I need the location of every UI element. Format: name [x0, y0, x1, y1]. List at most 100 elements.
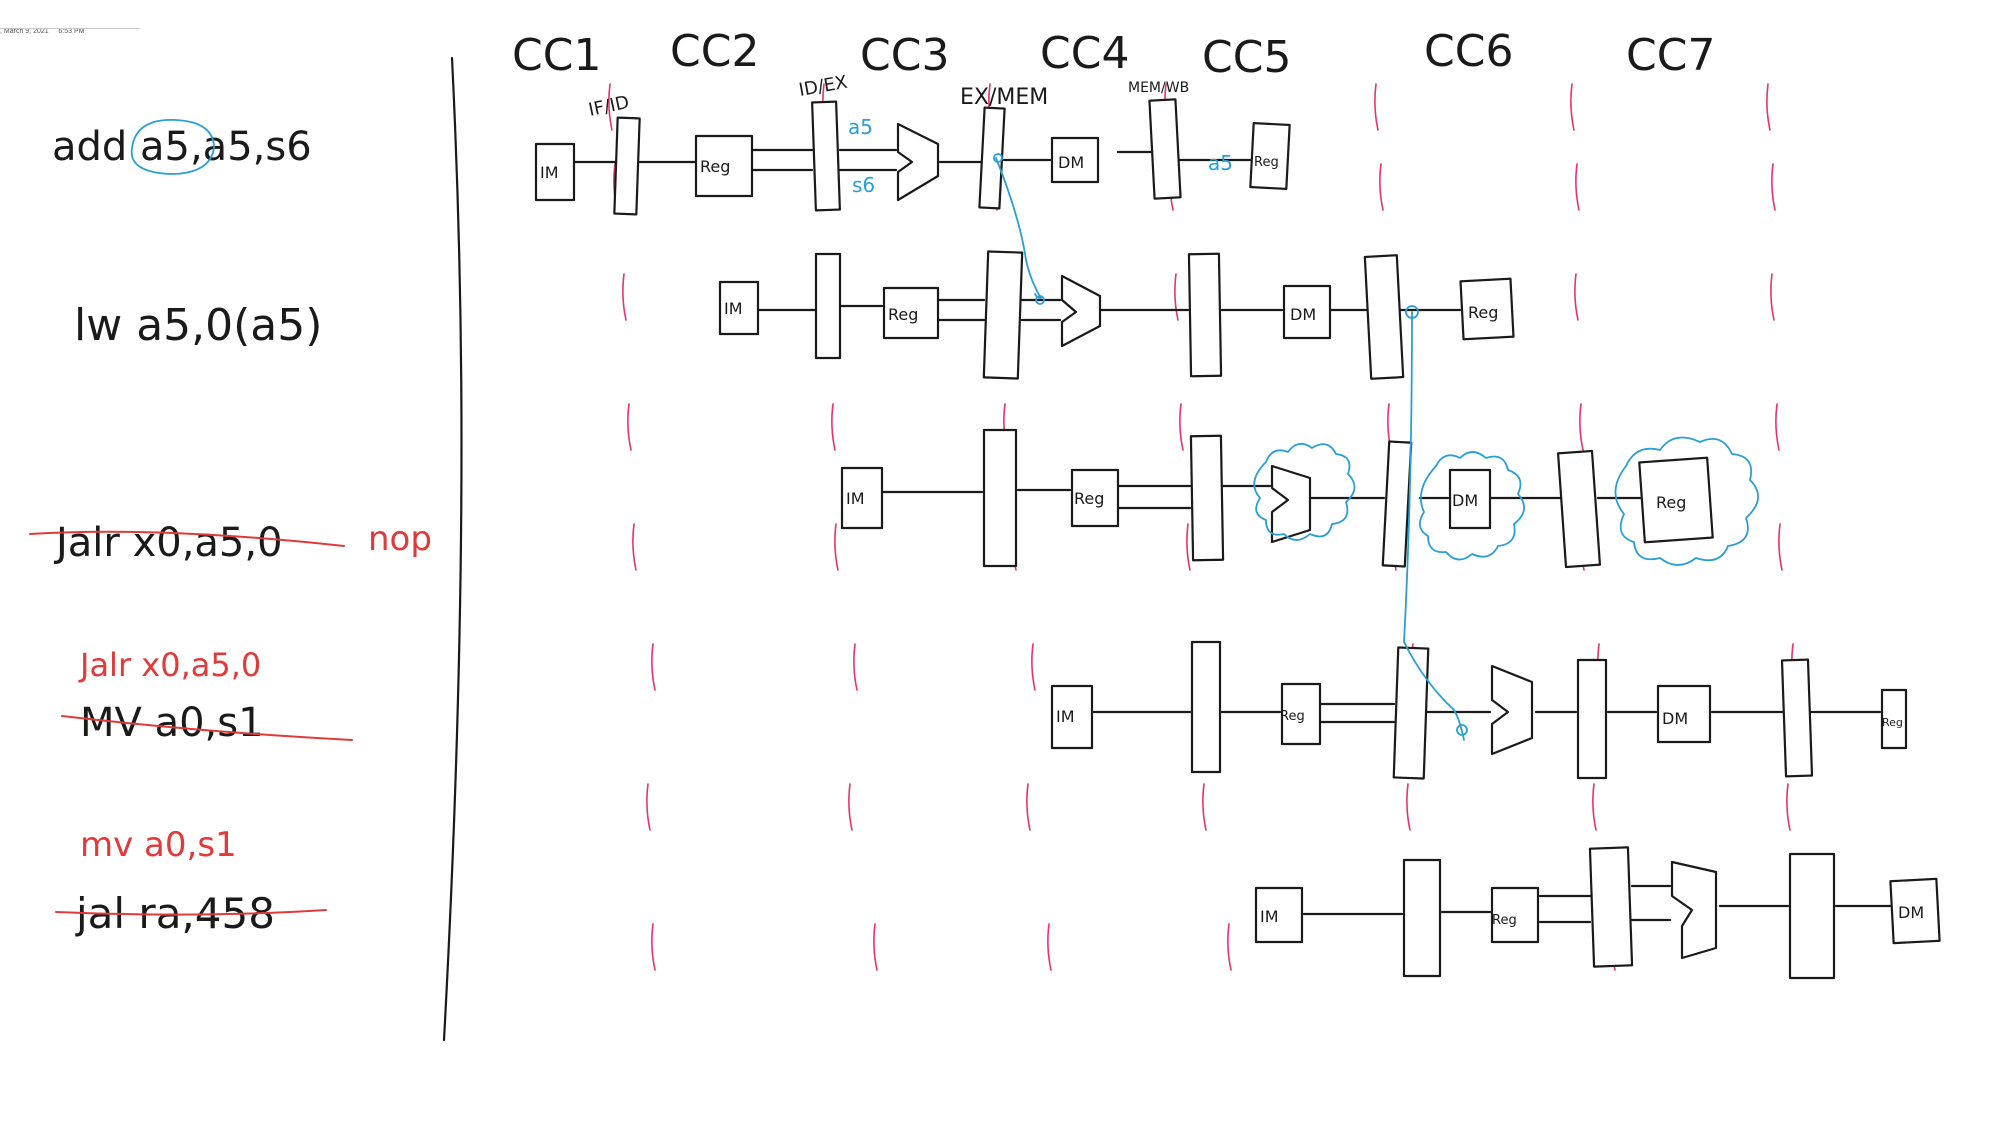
wb-reg-label: Reg — [1254, 155, 1279, 170]
ex-mem-register — [978, 106, 1006, 210]
dm-label: DM — [1452, 491, 1478, 510]
wb-reg-label: Reg — [1882, 716, 1903, 729]
bubble-cloud-ex — [1253, 442, 1356, 541]
reg-label: Reg — [1280, 709, 1305, 724]
reg-label-mem-wb: MEM/WB — [1128, 80, 1189, 96]
strike-mv — [61, 715, 353, 741]
cycle-divider-4-dash-7 — [1202, 783, 1207, 831]
reg-label-ex-mem: EX/MEM — [960, 85, 1048, 110]
cycle-divider-3-dash-7 — [1026, 783, 1031, 831]
forwarding-memwb-to-mv-alu — [1403, 311, 1465, 741]
reg-label: Reg — [700, 157, 730, 176]
alu-input-b: s6 — [852, 173, 875, 197]
cycle-divider-1-dash-5 — [632, 523, 637, 571]
header-meta: , March 9, 2021 6:53 PM — [0, 28, 84, 42]
alu-input-a: a5 — [848, 115, 873, 139]
im-label: IM — [1260, 907, 1279, 926]
cycle-divider-6-dash-3 — [1574, 273, 1579, 321]
replacement-nop: nop — [368, 519, 432, 559]
im-box — [534, 142, 576, 202]
dm-label: DM — [1290, 305, 1316, 324]
cycle-divider-6-dash-2 — [1575, 163, 1580, 211]
replacement-jalr: Jalr x0,a5,0 — [78, 646, 261, 684]
im-label: IM — [540, 163, 559, 182]
header-rule — [0, 28, 140, 29]
cycle-divider-6-dash-7 — [1592, 783, 1597, 831]
cycle-divider-7-dash-7 — [1786, 783, 1791, 831]
cycle-divider-2-dash-8 — [873, 923, 878, 971]
cycle-labels: CC1 CC2 CC3 CC4 CC5 CC6 CC7 — [512, 26, 1715, 83]
reg-label: Reg — [1492, 913, 1517, 928]
cycle-label-1: CC1 — [512, 30, 601, 81]
wb-reg-label: Reg — [1656, 493, 1686, 512]
cycle-divider-5-dash-7 — [1406, 783, 1411, 831]
cycle-divider-6-dash-1 — [1570, 83, 1575, 131]
instruction-list: add a5,a5,s6 lw a5,0(a5) Jalr x0,a5,0 no… — [29, 119, 432, 938]
instruction-jalr: Jalr x0,a5,0 — [53, 520, 283, 566]
cycle-divider-2-dash-6 — [853, 643, 858, 691]
cycle-divider-4-dash-3 — [1174, 273, 1179, 321]
cycle-divider-3-dash-6 — [1031, 643, 1036, 691]
cycle-divider-1-dash-8 — [651, 923, 656, 971]
cycle-divider-2-dash-7 — [848, 783, 853, 831]
forwarding-paths — [993, 153, 1468, 741]
bubble-cloud-mem — [1418, 451, 1525, 561]
bubble-cloud-wb — [1614, 436, 1759, 566]
header-date: , March 9, 2021 — [0, 28, 49, 35]
wb-reg-label: Reg — [1468, 303, 1498, 322]
cycle-divider-2-dash-5 — [834, 523, 839, 571]
alu-shape — [896, 122, 940, 202]
dm-label: DM — [1898, 903, 1924, 922]
reg-label: Reg — [1074, 489, 1104, 508]
wb-reg-box — [1249, 122, 1291, 190]
cycle-label-5: CC5 — [1202, 32, 1291, 83]
dm-label: DM — [1662, 709, 1688, 728]
im-label: IM — [724, 299, 743, 318]
reg-box — [694, 134, 754, 198]
cycle-divider-1-dash-1 — [608, 83, 613, 131]
id-ex-register — [811, 100, 841, 212]
cycle-label-3: CC3 — [860, 30, 949, 81]
im-label: IM — [1056, 707, 1075, 726]
replacement-mv: mv a0,s1 — [80, 825, 237, 865]
instruction-add: add a5,a5,s6 — [52, 124, 312, 170]
pipeline-row-nop: IM Reg DM Reg — [840, 428, 1759, 569]
strike-jal — [55, 909, 327, 916]
cycle-divider-1-dash-4 — [627, 403, 632, 451]
cycle-divider-7-dash-2 — [1771, 163, 1776, 211]
pipeline-row-lw: IM Reg DM Reg — [718, 250, 1515, 380]
reg-label-id-ex: ID/EX — [797, 72, 849, 101]
cycle-label-2: CC2 — [670, 26, 759, 77]
cycle-divider-4-dash-5 — [1186, 523, 1191, 571]
dm-label: DM — [1058, 153, 1084, 172]
pipeline-row-jal: IM Reg DM — [1254, 846, 1941, 980]
cycle-divider-7-dash-4 — [1775, 403, 1780, 451]
cycle-divider-7-dash-3 — [1770, 273, 1775, 321]
list-separator — [442, 56, 463, 1042]
strike-jalr — [29, 530, 345, 547]
cycle-divider-6-dash-4 — [1579, 403, 1584, 451]
mem-wb-register — [1148, 98, 1182, 200]
cycle-divider-3-dash-8 — [1047, 923, 1052, 971]
cycle-divider-4-dash-8 — [1227, 923, 1232, 971]
reg-label: Reg — [888, 305, 918, 324]
cycle-divider-1-dash-7 — [646, 783, 651, 831]
header-time: 6:53 PM — [58, 28, 85, 35]
dm-box — [1050, 136, 1100, 184]
pipeline-row-add: IM Reg DM Reg a5 s6 a5 — [534, 98, 1291, 216]
instruction-mv: MV a0,s1 — [80, 700, 264, 746]
reg-label-if-id: IF/ID — [587, 92, 631, 121]
a5-highlight-circle — [130, 119, 215, 175]
cycle-label-4: CC4 — [1040, 28, 1129, 79]
cycle-divider-7-dash-5 — [1778, 523, 1783, 571]
cycle-divider-4-dash-4 — [1179, 403, 1184, 451]
pipeline-row-mv: IM Reg DM Reg — [1050, 640, 1908, 780]
cycle-label-7: CC7 — [1626, 30, 1715, 81]
cycle-divider-5-dash-1 — [1374, 83, 1379, 131]
cycle-divider-1-dash-3 — [622, 273, 627, 321]
cycle-label-6: CC6 — [1424, 26, 1513, 77]
cycle-divider-1-dash-6 — [651, 643, 656, 691]
im-label: IM — [846, 489, 865, 508]
cycle-divider-2-dash-4 — [831, 403, 836, 451]
